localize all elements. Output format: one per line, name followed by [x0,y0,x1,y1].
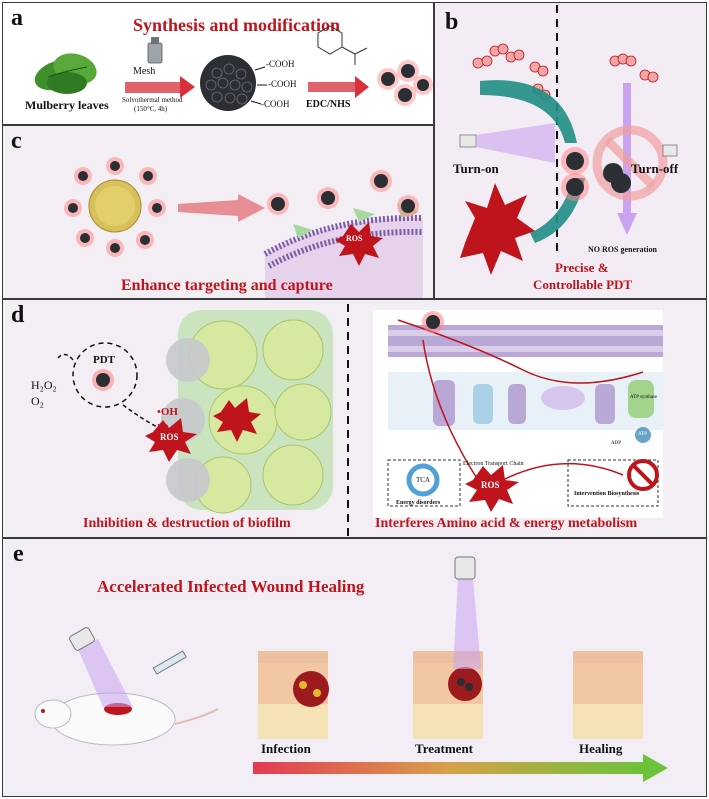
conjugation-arrow [308,76,369,98]
excitation-arc [480,80,577,143]
ros-label-d-right: ROS [481,480,500,490]
biofilm-icon [161,310,333,514]
leaf-label: Mulberry leaves [25,98,109,112]
panel-e: e Accelerated Infected Wound Healing [2,538,707,797]
skin-block-infection [258,651,329,739]
tca-label: TCA [416,476,430,484]
controllable-label: Controllable PDT [533,277,633,292]
panel-a: a Synthesis and modification [2,2,434,125]
mesh-label: Mesh [133,66,156,77]
no-ros-arrow [623,83,631,213]
stage-treatment-label: Treatment [415,741,473,756]
singlet-oxygen-label: ¹O₂ [157,422,173,434]
boronic-acid-molecule-icon [317,25,368,65]
turn-on-label: Turn-on [453,161,499,176]
cooh-label-1: -COOH [266,59,295,69]
targeting-arrow [178,194,265,222]
progress-arrow [253,762,643,774]
panel-d-graphics [57,304,663,536]
adp-label: ADP [611,441,622,446]
mulberry-leaf-icon [34,53,97,94]
ros-burst-c [335,222,383,266]
panel-d: d [2,299,707,538]
attached-dots [267,170,419,217]
light-beam-e-mid [453,579,481,669]
turn-off-label: Turn-off [631,161,679,176]
carbon-dot-icon [200,55,256,111]
cooh-label-3: -COOH [261,99,290,109]
pdt-circle [72,342,138,408]
etc-label: Electron Transport Chain [463,461,524,467]
mouse-icon [34,692,219,746]
panel-e-letter: e [13,541,24,567]
surrounding-dots [64,157,166,257]
lamp-off-icon [662,144,678,157]
panel-b-graphics [459,5,678,275]
ros-burst-d-mid [213,398,261,442]
atp-synthase-label: ATP synthase [630,395,658,400]
ros-burst-d-right [465,465,519,512]
method-label: Solvothermal method [122,96,183,104]
skin-block-healing [573,651,643,739]
no-ros-label: NO ROS generation [588,245,657,254]
ros-burst-icon [460,183,535,275]
panel-e-graphics [34,556,668,782]
reactor-icon [147,37,163,64]
panel-d-left-title: Inhibition & destruction of biofilm [83,516,291,531]
panel-a-graphics [34,25,433,111]
ros-burst-d-left [145,418,197,462]
reagent-label: EDC/NHS [306,99,351,110]
oxygen-molecules-right [609,53,659,83]
panel-c: c [2,125,434,299]
modified-dots-icon [377,60,433,106]
lamp-e-left-icon [69,627,95,651]
prohibited-icon [592,125,668,201]
panel-c-letter: c [11,128,22,154]
o2-label: O₂ [31,394,44,408]
method-condition: (150°C, 4h) [134,105,168,113]
stage-infection-label: Infection [261,741,311,756]
panel-a-title: Synthesis and modification [133,15,341,35]
metabolism-diagram [373,310,663,518]
stage-healing-label: Healing [579,741,623,756]
panel-c-title: Enhance targeting and capture [121,277,333,294]
lamp-e-mid-icon [454,556,476,580]
panel-b-letter: b [445,9,459,35]
panel-a-letter: a [11,5,23,31]
energy-disorders-label: Energy disorders [396,500,441,506]
h2o2-label: H₂O₂ [31,378,57,392]
atp-label: ATP [638,432,647,437]
syringe-icon [152,650,187,675]
panel-b: b [434,2,707,299]
pdt-label: PDT [93,354,115,366]
light-beam-e-left [78,639,133,707]
carbon-dot-pair [561,147,589,201]
panel-d-letter: d [11,302,25,328]
panel-e-title: Accelerated Infected Wound Healing [97,577,365,596]
precise-label: Precise & [555,260,609,275]
oxygen-molecules-left [472,43,551,101]
lamp-on-icon [459,123,555,163]
ros-label-d-left: ROS [160,432,179,442]
bacterium-icon [88,179,142,233]
biosynthesis-label: Intervention Biosynthesis [574,491,640,497]
cooh-label-2: -COOH [268,79,297,89]
mesh-arrow [125,76,195,98]
panel-d-right-title: Interferes Amino acid & energy metabolis… [375,516,638,531]
panel-c-graphics [64,157,424,298]
skin-block-treatment [413,651,483,739]
oh-label: •OH [157,406,178,418]
ros-label-c: ROS [346,234,363,243]
